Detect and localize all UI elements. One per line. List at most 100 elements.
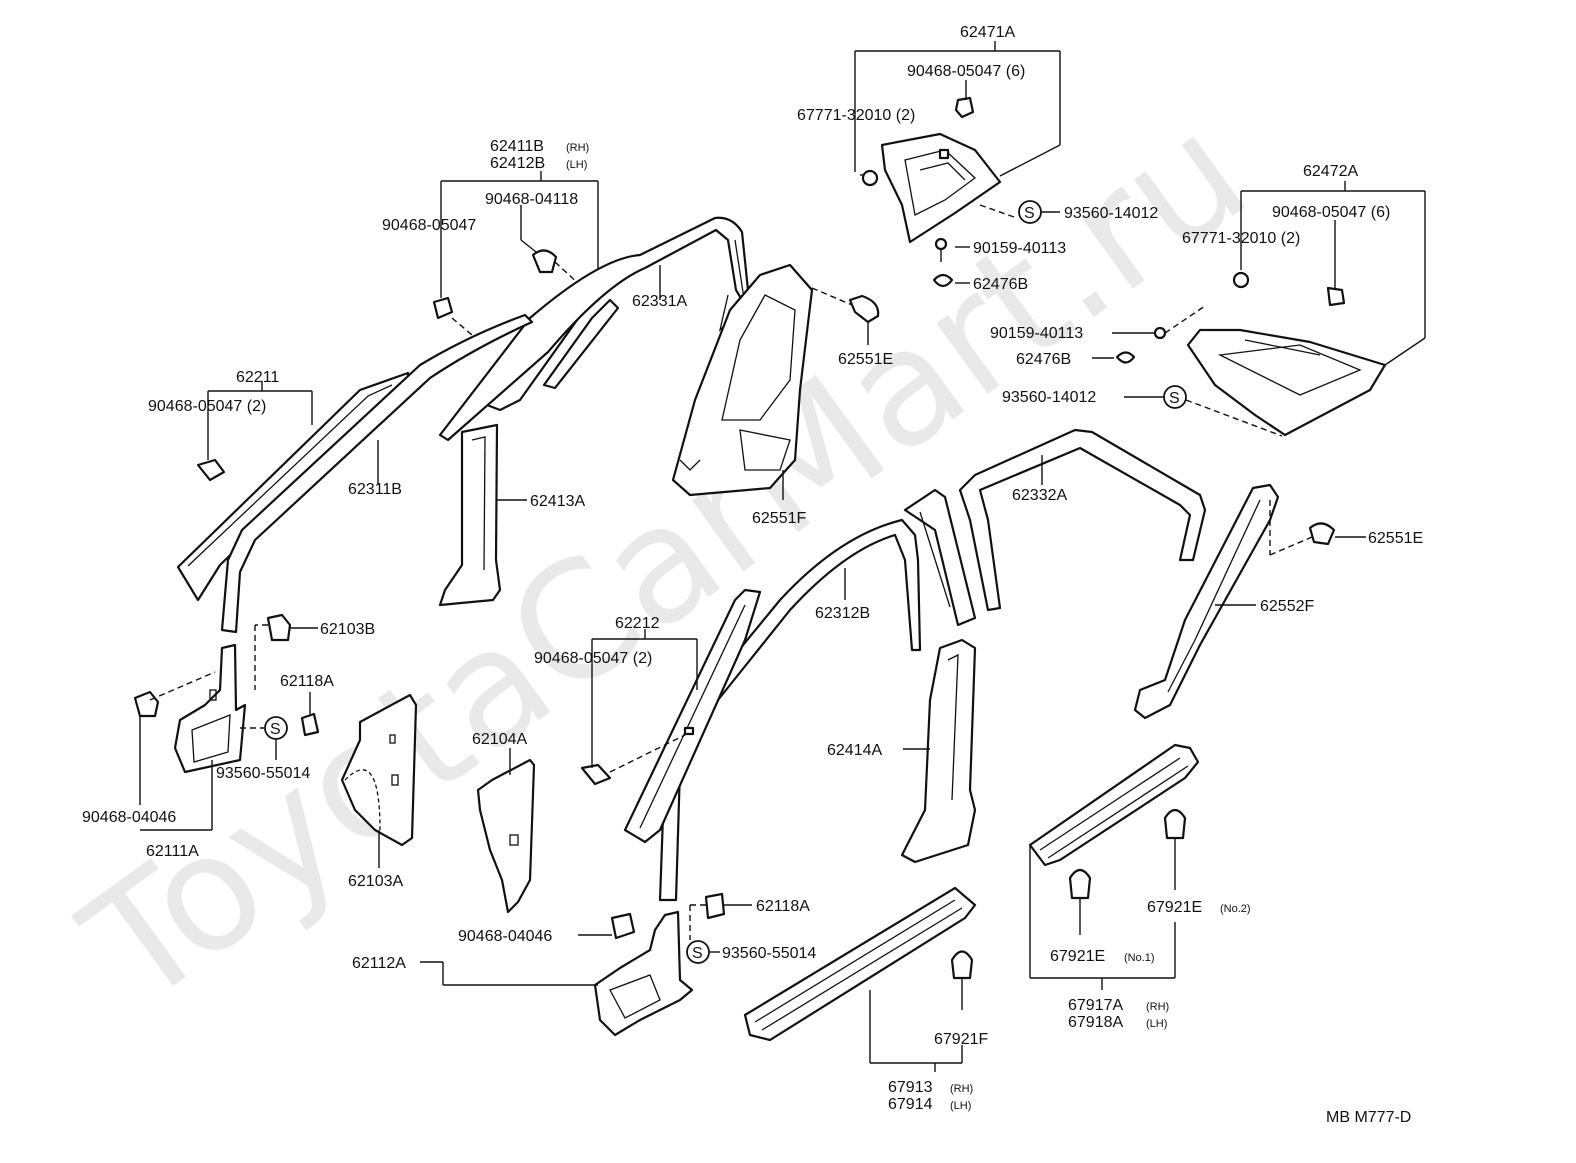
sealer-symbol-b: S	[1169, 390, 1180, 407]
label-62476Bb: 62476B	[1016, 351, 1071, 368]
label-62551Eb: 62551E	[1368, 530, 1423, 547]
label-67921F: 67921F	[934, 1031, 988, 1048]
label-67917A: 67917A	[1068, 997, 1123, 1014]
kick-panel-62111A	[173, 643, 247, 774]
label-90468-05047-6b: 90468-05047 (6)	[1272, 204, 1390, 221]
weatherstrip-62311B	[220, 313, 534, 634]
label-62103B: 62103B	[320, 621, 375, 638]
label-62104A: 62104A	[472, 731, 527, 748]
label-62331A: 62331A	[632, 293, 687, 310]
clip-icon-m	[704, 892, 726, 920]
label-67921E-no2: 67921E	[1147, 899, 1202, 916]
label-67921E-no1: 67921E	[1050, 948, 1105, 965]
clip-icon-l	[610, 912, 636, 940]
label-67771-32010-2a: 67771-32010 (2)	[797, 107, 915, 124]
label-90468-05047-6a: 90468-05047 (6)	[907, 63, 1025, 80]
clip-icon-e	[848, 294, 880, 324]
label-90468-04046a: 90468-04046	[82, 809, 176, 826]
label-62103A: 62103A	[348, 873, 403, 890]
label-62552F: 62552F	[1260, 598, 1314, 615]
clip-icon	[954, 96, 975, 119]
label-62551F: 62551F	[752, 510, 806, 527]
cowl-side-trim-62103A	[340, 693, 418, 847]
clip-icon-o	[1068, 868, 1092, 900]
sealer-symbol: S	[1024, 205, 1035, 222]
clip-icon-n	[950, 950, 974, 980]
label-62471A: 62471A	[960, 24, 1015, 41]
label-62411B-sub: (RH)	[566, 142, 589, 154]
pillar-trim-62414A	[900, 638, 977, 864]
label-62311B: 62311B	[348, 481, 402, 498]
clip-icon-j	[266, 613, 292, 642]
label-62411B: 62411B	[490, 138, 544, 155]
clip-icon-h	[580, 763, 612, 786]
scuff-plate-67913	[743, 886, 977, 1042]
label-90468-05047-2b: 90468-05047 (2)	[534, 650, 652, 667]
label-67921E-no1-sub: (No.1)	[1124, 952, 1155, 964]
sealer-symbol-c: S	[270, 721, 281, 738]
label-62118Aa: 62118A	[280, 673, 334, 690]
label-67913: 67913	[888, 1079, 933, 1096]
label-67918A-sub: (LH)	[1146, 1018, 1167, 1030]
scuff-plate-67917A	[1028, 743, 1200, 867]
pillar-trim-62551F	[671, 263, 814, 497]
bolt-icon	[934, 237, 948, 262]
label-62112A: 62112A	[352, 955, 406, 972]
quarter-trim-62472A	[1186, 328, 1387, 437]
label-62118Ab: 62118A	[756, 898, 810, 915]
label-67913-sub: (RH)	[950, 1083, 973, 1095]
clip-icon-p	[1163, 808, 1187, 840]
label-62551Ea: 62551E	[838, 351, 893, 368]
weatherstrip-62332A	[958, 428, 1207, 612]
clip-icon-b	[1326, 286, 1346, 307]
screw-icon	[860, 169, 879, 187]
label-67914-sub: (LH)	[950, 1100, 971, 1112]
clip-icon-i	[133, 690, 160, 718]
label-62412B-sub: (LH)	[566, 159, 587, 171]
label-67917A-sub: (RH)	[1146, 1001, 1169, 1013]
label-67914: 67914	[888, 1096, 933, 1113]
weatherstrip-62312B	[658, 488, 977, 902]
cowl-side-trim-62104A	[476, 758, 536, 914]
clip-icon-f	[196, 458, 226, 482]
cap-icon	[932, 273, 954, 288]
label-62476Ba: 62476B	[973, 276, 1028, 293]
label-62312B: 62312B	[815, 605, 870, 622]
label-93560-55014b: 93560-55014	[722, 945, 816, 962]
label-67771-32010-2b: 67771-32010 (2)	[1182, 230, 1300, 247]
clip-icon-c	[531, 249, 558, 274]
label-93560-14012a: 93560-14012	[1064, 205, 1158, 222]
label-90159-40113a: 90159-40113	[973, 240, 1066, 257]
screw-icon-b	[1232, 271, 1250, 289]
label-62332A: 62332A	[1012, 487, 1067, 504]
clip-icon-d	[432, 296, 454, 320]
label-62412B: 62412B	[490, 155, 545, 172]
label-93560-55014a: 93560-55014	[216, 765, 310, 782]
label-90468-04118: 90468-04118	[485, 191, 578, 208]
diagram-code: MB M777-D	[1326, 1109, 1411, 1126]
bolt-icon-b	[1153, 326, 1167, 340]
clip-icon-k	[300, 712, 320, 737]
clip-icon-g	[1308, 522, 1336, 546]
label-62414A: 62414A	[827, 742, 882, 759]
label-62211: 62211	[236, 369, 279, 386]
label-62212: 62212	[615, 615, 660, 632]
kick-panel-62112A	[593, 910, 694, 1037]
label-62472A: 62472A	[1303, 163, 1358, 180]
cap-icon-b	[1115, 351, 1136, 364]
label-62413A: 62413A	[530, 493, 585, 510]
label-62111A: 62111A	[146, 843, 199, 860]
label-67921E-no2-sub: (No.2)	[1220, 903, 1251, 915]
label-90468-04046b: 90468-04046	[458, 928, 552, 945]
label-90159-40113b: 90159-40113	[990, 325, 1083, 342]
label-93560-14012b: 93560-14012	[1002, 389, 1096, 406]
pillar-trim-62413A	[438, 423, 502, 607]
label-67918A: 67918A	[1068, 1014, 1123, 1031]
label-90468-05047a: 90468-05047	[382, 217, 476, 234]
garnish-62212	[623, 588, 762, 844]
sealer-symbol-d: S	[692, 945, 703, 962]
pillar-trim-62552F	[1133, 483, 1280, 720]
label-90468-05047-2a: 90468-05047 (2)	[148, 398, 266, 415]
